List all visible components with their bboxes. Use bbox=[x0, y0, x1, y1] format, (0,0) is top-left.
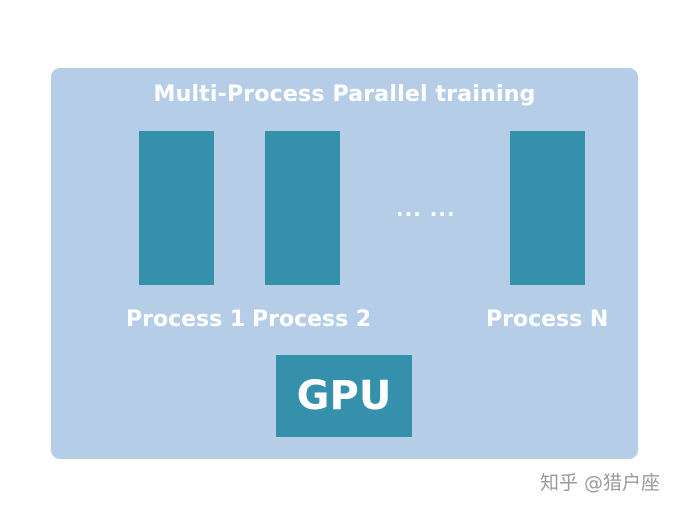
process-2-block bbox=[265, 131, 340, 285]
process-1-block bbox=[139, 131, 214, 285]
ellipsis: ... ... bbox=[396, 197, 456, 221]
process-1-label: Process 1 bbox=[126, 307, 246, 332]
process-n-block bbox=[510, 131, 585, 285]
process-n-label: Process N bbox=[486, 307, 609, 332]
process-2-label: Process 2 bbox=[252, 307, 372, 332]
gpu-label: GPU bbox=[296, 373, 392, 419]
gpu-block: GPU bbox=[276, 355, 412, 437]
diagram-title: Multi-Process Parallel training bbox=[153, 82, 536, 107]
watermark: 知乎 @猎户座 bbox=[540, 472, 661, 494]
